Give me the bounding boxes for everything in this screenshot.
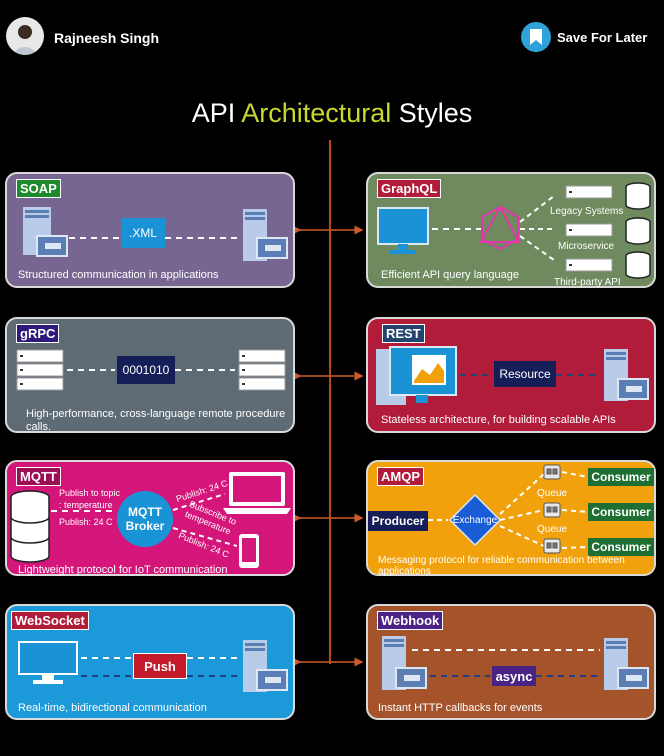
person-icon [11, 25, 39, 55]
bookmark-icon [521, 22, 551, 52]
rest-description: Stateless architecture, for building sca… [381, 414, 616, 426]
card-soap: SOAP .XML Structured communication in ap… [5, 172, 295, 288]
author-name: Rajneesh Singh [54, 30, 160, 46]
card-amqp: AMQP Producer Exchange Queue Queue Consu… [366, 460, 656, 577]
resource-box: Resource [494, 361, 556, 387]
label-webhook: Webhook [377, 611, 444, 630]
database-icon [625, 182, 651, 279]
avatar [6, 17, 44, 55]
target-legacy: Legacy Systems [550, 206, 624, 217]
queue-label-1: Queue [537, 488, 568, 499]
graphql-description: Efficient API query language [381, 269, 520, 281]
mqtt-description: Lightweight protocol for IoT communicati… [18, 564, 228, 576]
label-soap: SOAP [16, 179, 61, 198]
graphql-diagram [377, 182, 651, 279]
database-icon [10, 490, 50, 563]
laptop-icon [223, 472, 291, 514]
server-icon [243, 209, 288, 261]
consumer-box-1: Consumer [588, 468, 654, 486]
exchange-diamond [448, 493, 502, 547]
async-box: async [492, 666, 536, 686]
card-grpc: gRPC 0001010 High-performance, cross-lan… [5, 317, 295, 433]
websocket-description: Real-time, bidirectional communication [18, 702, 207, 714]
smartphone-icon [239, 534, 259, 568]
title-highlight: Architectural [241, 98, 392, 128]
card-mqtt: MQTT MQTT Broker Publish to top [5, 460, 295, 576]
label-websocket: WebSocket [11, 611, 89, 630]
card-websocket: WebSocket Push Real-time, bidirectional … [5, 604, 295, 720]
server-rack-icon [238, 349, 286, 391]
server-rack-icon [16, 349, 64, 391]
producer-box: Producer [368, 511, 428, 531]
label-rest: REST [382, 324, 425, 343]
mqtt-diagram [10, 472, 291, 568]
soap-diagram [23, 207, 288, 261]
label-mqtt: MQTT [16, 467, 61, 486]
card-webhook: Webhook async Instant HTTP callbacks for… [366, 604, 656, 720]
save-for-later-button[interactable]: Save For Later [521, 22, 647, 52]
graphql-logo-icon [479, 204, 521, 251]
card-graphql: GraphQL [366, 172, 656, 288]
publish-value-label: Publish: 24 C [59, 517, 113, 527]
server-icon [604, 349, 649, 401]
server-icon [243, 640, 288, 692]
webhook-description: Instant HTTP callbacks for events [378, 702, 543, 714]
soap-description: Structured communication in applications [18, 269, 219, 281]
card-rest: REST Resource Stateless architecture, fo… [366, 317, 656, 433]
webhook-diagram [382, 636, 649, 690]
websocket-diagram [18, 640, 288, 692]
grpc-description: High-performance, cross-language remote … [26, 408, 286, 433]
xml-box: .XML [121, 218, 165, 248]
monitor-icon [377, 207, 429, 254]
title-part2: Styles [391, 98, 473, 128]
rest-diagram [376, 346, 649, 405]
grpc-diagram [16, 349, 286, 391]
publish-topic-label: Publish to topic : temperature [59, 488, 121, 510]
bookmark-shape [530, 29, 542, 45]
page-title: API Architectural Styles [0, 98, 664, 129]
server-icon [382, 636, 427, 690]
save-label: Save For Later [557, 29, 648, 45]
server-icon [23, 207, 68, 257]
consumer-box-3: Consumer [588, 538, 654, 556]
web-app-icon [376, 346, 457, 405]
target-microservice: Microservice [558, 241, 615, 252]
binary-box: 0001010 [117, 356, 175, 384]
server-rack-icon [565, 185, 613, 272]
push-box: Push [133, 653, 187, 679]
queue-icon [543, 464, 561, 554]
label-amqp: AMQP [377, 467, 424, 486]
queue-label-2: Queue [537, 524, 568, 535]
amqp-description: Messaging protocol for reliable communic… [378, 555, 625, 577]
mqtt-broker: MQTT Broker [125, 505, 165, 533]
target-third-party: Third-party API [554, 277, 621, 288]
monitor-icon [18, 641, 78, 684]
label-graphql: GraphQL [377, 179, 442, 198]
label-grpc: gRPC [16, 324, 60, 343]
amqp-diagram [428, 464, 589, 554]
title-part1: API [191, 98, 242, 128]
server-icon [604, 638, 649, 690]
consumer-box-2: Consumer [588, 503, 654, 521]
exchange-label: Exchange [452, 515, 498, 526]
